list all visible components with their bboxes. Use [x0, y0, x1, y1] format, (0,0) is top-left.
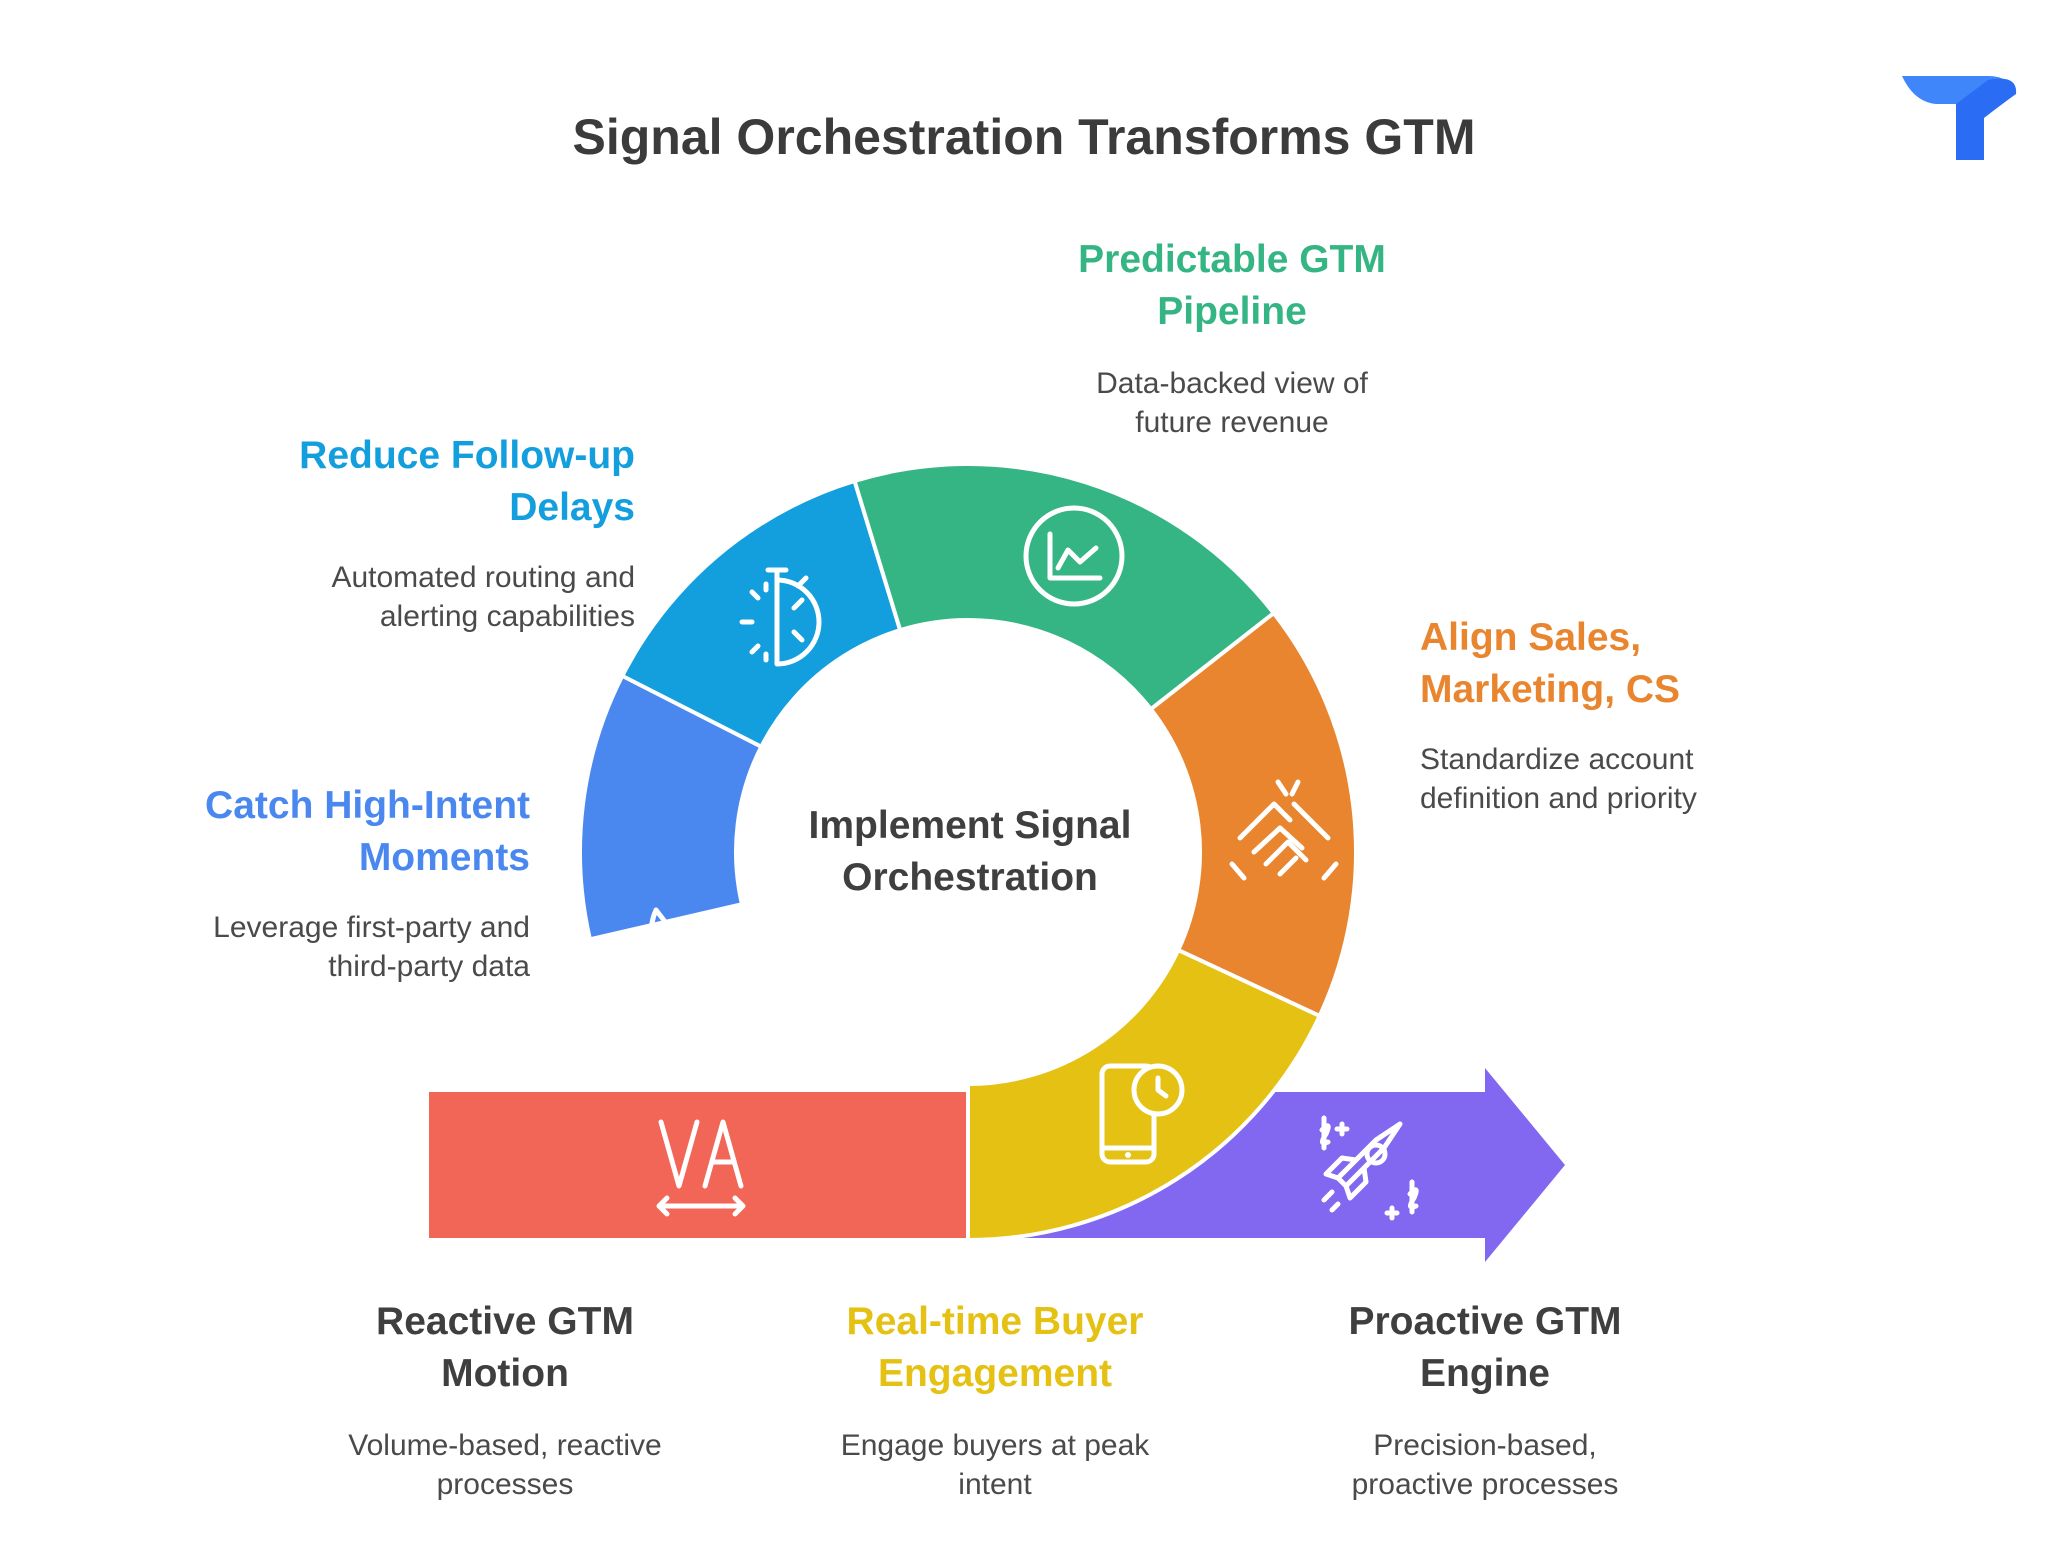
predictable-pipeline-desc-line2: future revenue: [1135, 406, 1329, 439]
align-teams-label: Align Sales, Marketing, CS: [1420, 612, 1840, 716]
phone-clock-icon: [1099, 1063, 1185, 1165]
reduce-delays-label: Reduce Follow-up Delays: [240, 430, 635, 534]
reduce-delays-label-line2: Delays: [509, 486, 635, 529]
reactive-motion-desc: Volume-based, reactive processes: [305, 1426, 705, 1504]
center-label-line1: Implement Signal: [808, 804, 1132, 847]
predictable-pipeline-label: Predictable GTM Pipeline: [1032, 234, 1432, 338]
volume-icon: [656, 1119, 746, 1217]
align-teams-desc-line2: definition and priority: [1420, 782, 1697, 815]
brand-logo-icon: [1902, 76, 2017, 160]
predictable-pipeline-label-line1: Predictable GTM: [1078, 238, 1386, 281]
icon-layer: [641, 76, 2017, 1221]
reduce-delays-label-line1: Reduce Follow-up: [299, 434, 635, 477]
align-teams-desc: Standardize account definition and prior…: [1420, 740, 1840, 818]
line-chart-icon: [1023, 505, 1125, 607]
realtime-engagement-desc: Engage buyers at peak intent: [795, 1426, 1195, 1504]
catch-moments-label: Catch High-Intent Moments: [130, 780, 530, 884]
handshake-icon: [1229, 779, 1339, 881]
realtime-engagement-desc-line1: Engage buyers at peak: [840, 1429, 1150, 1462]
satellite-dish-icon: [641, 907, 723, 1009]
reduce-delays-desc-line1: Automated routing and: [331, 561, 635, 594]
stopwatch-icon: [739, 567, 822, 667]
reactive-bar: [429, 1092, 973, 1238]
realtime-engagement-label: Real-time Buyer Engagement: [795, 1296, 1195, 1400]
catch-moments-desc-line2: third-party data: [328, 950, 530, 983]
proactive-engine-label-line1: Proactive GTM: [1348, 1300, 1622, 1343]
center-label: Implement Signal Orchestration: [780, 800, 1160, 904]
center-label-line2: Orchestration: [842, 856, 1098, 899]
rocket-icon: [1319, 1115, 1419, 1221]
proactive-engine-desc-line2: proactive processes: [1351, 1468, 1619, 1501]
realtime-engagement-label-line1: Real-time Buyer: [846, 1300, 1144, 1343]
reactive-motion-label: Reactive GTM Motion: [305, 1296, 705, 1400]
ring-segment-align: [1148, 611, 1358, 1018]
align-teams-label-line2: Marketing, CS: [1420, 668, 1681, 711]
page-title: Signal Orchestration Transforms GTM: [572, 109, 1476, 165]
align-teams-desc-line1: Standardize account: [1420, 743, 1694, 776]
reduce-delays-desc: Automated routing and alerting capabilit…: [240, 558, 635, 636]
predictable-pipeline-label-line2: Pipeline: [1157, 290, 1307, 333]
predictable-pipeline-desc-line1: Data-backed view of: [1096, 367, 1368, 400]
reactive-motion-desc-line1: Volume-based, reactive: [348, 1429, 662, 1462]
ring-segment-predictable: [852, 462, 1276, 712]
proactive-engine-label-line2: Engine: [1419, 1352, 1550, 1395]
catch-moments-label-line1: Catch High-Intent: [205, 784, 530, 827]
predictable-pipeline-desc: Data-backed view of future revenue: [1032, 364, 1432, 442]
proactive-engine-desc: Precision-based, proactive processes: [1285, 1426, 1685, 1504]
ring-segment-catch: [578, 673, 764, 942]
reactive-motion-label-line2: Motion: [441, 1352, 569, 1395]
reactive-motion-label-line1: Reactive GTM: [376, 1300, 634, 1343]
proactive-engine-label: Proactive GTM Engine: [1285, 1296, 1685, 1400]
align-teams-label-line1: Align Sales,: [1420, 616, 1642, 659]
reduce-delays-desc-line2: alerting capabilities: [379, 600, 635, 633]
proactive-engine-desc-line1: Precision-based,: [1373, 1429, 1597, 1462]
reactive-motion-desc-line2: processes: [436, 1468, 574, 1501]
realtime-engagement-label-line2: Engagement: [877, 1352, 1113, 1395]
catch-moments-desc: Leverage first-party and third-party dat…: [130, 908, 530, 986]
catch-moments-desc-line1: Leverage first-party and: [213, 911, 530, 944]
realtime-engagement-desc-line2: intent: [958, 1468, 1032, 1501]
catch-moments-label-line2: Moments: [358, 836, 530, 879]
